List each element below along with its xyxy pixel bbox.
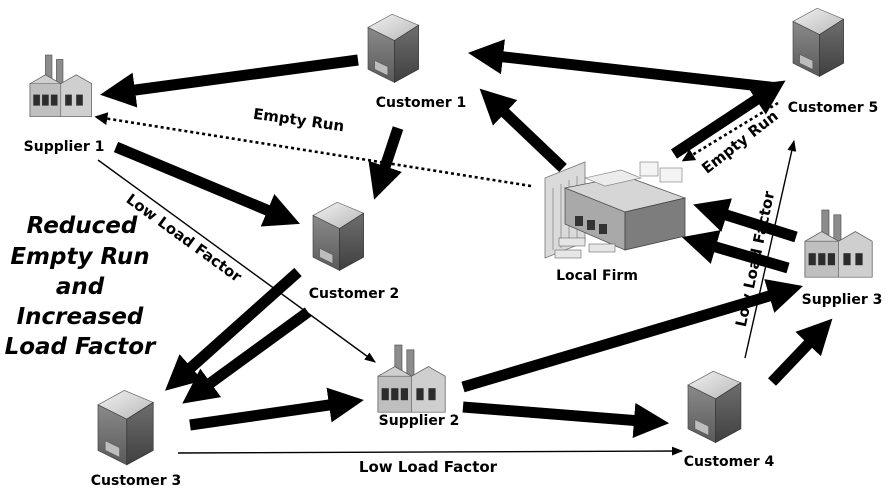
arrow-localfirm-to-customer1 — [479, 88, 567, 172]
warehouse-icon-customer1 — [367, 13, 419, 83]
headline-line2: Empty Run — [10, 244, 149, 270]
arrow-customer1-to-supplier1 — [100, 54, 359, 108]
arrow-customer4-to-supplier3 — [768, 318, 833, 386]
arrow-supplier3-to-localfirm-b — [681, 230, 790, 274]
arrow-customer2-to-customer3-b — [182, 307, 312, 404]
edge-label-empty-run-left: Empty Run — [252, 105, 345, 136]
thick-arrows — [100, 39, 833, 438]
arrow-customer1-to-customer2 — [368, 126, 404, 200]
warehouse-icon-customer5 — [792, 7, 844, 77]
label-supplier2: Supplier 2 — [379, 413, 460, 429]
factory-icon-supplier3 — [804, 209, 873, 278]
label-customer4: Customer 4 — [684, 454, 775, 470]
headline-line1: Reduced — [27, 213, 138, 239]
edge-label-empty-run-right: Empty Run — [698, 107, 781, 178]
edge-label-low-load-factor-supplier1: Low Load Factor — [123, 190, 246, 286]
arrow-bottom-to-customer5 — [744, 139, 797, 359]
label-customer1: Customer 1 — [376, 95, 467, 111]
headline: Reduced Empty Run and Increased Load Fac… — [5, 213, 157, 360]
arrow-empty-run-localfirm-to-supplier1 — [94, 112, 532, 188]
arrow-supplier3-to-localfirm-a — [693, 198, 798, 243]
label-supplier3: Supplier 3 — [802, 292, 883, 308]
warehouse-icon-customer4 — [687, 370, 742, 443]
edge-label-low-load-factor-bottom: Low Load Factor — [359, 458, 498, 476]
label-customer2: Customer 2 — [309, 286, 400, 302]
arrow-customer3-to-customer4 — [177, 446, 684, 456]
label-customer5: Customer 5 — [788, 100, 879, 116]
warehouse-icon-customer3 — [97, 390, 154, 466]
arrow-customer2-to-customer3-a — [164, 267, 302, 391]
headline-line5: Load Factor — [5, 334, 157, 360]
arrow-empty-run-customer5-to-localfirm — [681, 101, 779, 162]
headline-line3: and — [56, 274, 105, 300]
thin-arrows — [97, 139, 797, 456]
arrow-customer3-to-supplier2 — [189, 387, 364, 431]
factory-icon-supplier2 — [377, 344, 446, 413]
warehouse-icon-customer2 — [312, 201, 364, 271]
arrow-supplier1-to-customer2 — [113, 141, 300, 227]
headline-line4: Increased — [17, 304, 144, 330]
arrow-supplier1-to-supplier2 — [97, 159, 376, 363]
label-customer3: Customer 3 — [91, 473, 182, 489]
arrow-supplier2-to-customer4 — [462, 401, 670, 438]
dotted-arrows — [94, 101, 779, 188]
local-firm-building-icon — [544, 161, 687, 259]
arrow-supplier2-to-supplier3 — [461, 279, 803, 393]
arrow-localfirm-to-customer5 — [670, 80, 786, 159]
factory-icon-supplier1 — [29, 54, 93, 118]
label-supplier1: Supplier 1 — [24, 139, 105, 155]
label-local-firm: Local Firm — [556, 268, 638, 284]
arrow-customer5-to-customer1 — [468, 39, 779, 94]
